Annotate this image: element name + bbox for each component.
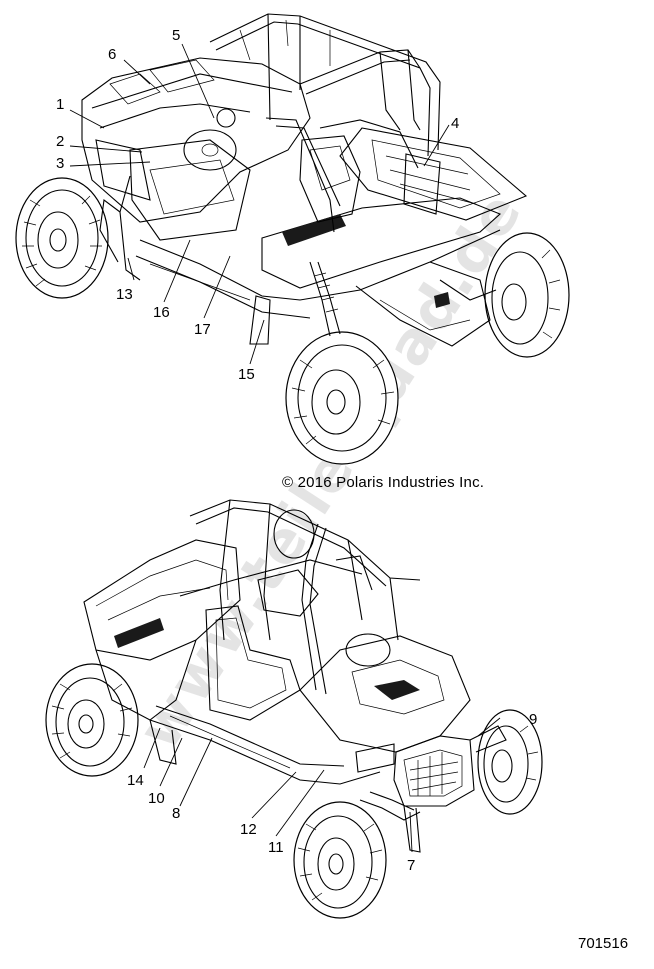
- callout-17: 17: [194, 321, 211, 338]
- top-front-right-tire: [285, 331, 399, 465]
- document-number: 701516: [578, 935, 629, 952]
- callout-3: 3: [56, 155, 65, 172]
- callout-15: 15: [238, 366, 255, 383]
- top-leader-lines: [69, 43, 450, 365]
- top-front-far-tire: [484, 232, 570, 358]
- bottom-body-shell: [83, 499, 507, 853]
- callout-8: 8: [172, 805, 181, 822]
- callout-10: 10: [148, 790, 165, 807]
- callout-14: 14: [127, 772, 144, 789]
- callout-6: 6: [108, 46, 117, 63]
- top-body-shell: [81, 13, 528, 347]
- bottom-leader-lines: [143, 717, 501, 853]
- top-vehicle-illustration: [15, 13, 570, 465]
- callout-2: 2: [56, 133, 65, 150]
- callout-4: 4: [451, 115, 460, 132]
- callout-13: 13: [116, 286, 133, 303]
- bottom-rear-left-tire: [45, 663, 139, 777]
- callout-5: 5: [172, 27, 181, 44]
- copyright-notice: © 2016 Polaris Industries Inc.: [282, 474, 485, 491]
- bottom-front-right-tire: [477, 709, 543, 815]
- callout-12: 12: [240, 821, 257, 838]
- top-rear-left-tire: [15, 177, 109, 299]
- bottom-vehicle-illustration: [45, 499, 543, 919]
- bottom-front-left-tire: [293, 801, 387, 919]
- callout-9: 9: [529, 711, 538, 728]
- callout-1: 1: [56, 96, 65, 113]
- callout-11: 11: [268, 839, 284, 856]
- callout-16: 16: [153, 304, 170, 321]
- callout-7: 7: [407, 857, 416, 874]
